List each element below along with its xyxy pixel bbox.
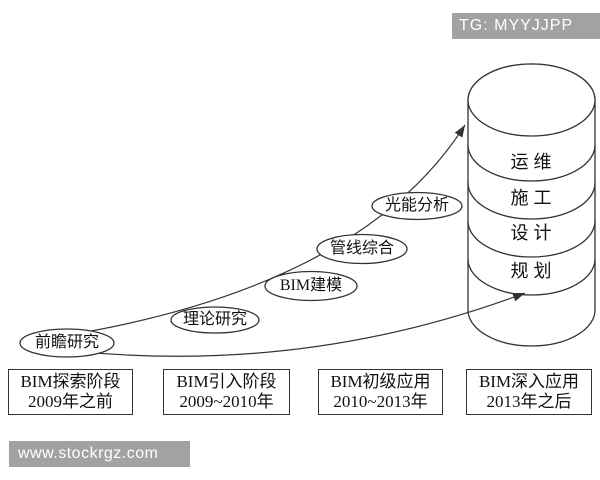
stage-box-advanced: BIM深入应用 2013年之后 [466,369,592,415]
milestone-label-guangneng: 光能分析 [384,197,449,214]
cylinder-layer-guihua: 规划 [510,261,557,281]
milestone-ellipses [19,191,463,358]
milestone-ellipse [264,270,358,302]
upper-arrowhead-icon [454,125,465,138]
cylinder-layer-shigong: 施工 [510,188,557,208]
tg-badge: TG: MYYJJPP [452,13,600,39]
milestone-label-bim-jianmo: BIM建模 [279,277,343,294]
cylinder-divider [467,258,596,296]
cylinder-divider [467,220,596,258]
cylinder-divider [467,182,596,220]
stage-period: 2010~2013年 [333,392,428,411]
stage-period: 2013年之后 [486,392,572,411]
stage-box-elementary: BIM初级应用 2010~2013年 [318,369,443,415]
stage-name: BIM探索阶段 [20,372,121,391]
milestone-ellipse [19,328,115,358]
stage-name: BIM引入阶段 [176,372,277,391]
stage-box-exploration: BIM探索阶段 2009年之前 [8,369,133,415]
stage-period: 2009~2010年 [179,392,274,411]
cylinder-layer-sheji: 设计 [510,223,557,243]
upper-growth-curve [21,124,466,343]
stage-box-introduction: BIM引入阶段 2009~2010年 [163,369,290,415]
milestone-label-qianzhan: 前瞻研究 [34,334,99,351]
milestone-ellipse [316,233,408,265]
milestone-label-guanxian: 管线综合 [329,240,394,257]
growth-curves [21,124,526,357]
lower-arrowhead-icon [512,293,525,302]
cylinder [467,63,596,347]
watermark: www.stockrgz.com [9,441,190,467]
stage-period: 2009年之前 [28,392,113,411]
stage-name: BIM初级应用 [330,372,431,391]
milestone-ellipse [371,191,463,221]
milestone-label-lilun: 理论研究 [182,311,247,328]
cylinder-top-ellipse [467,63,596,137]
stage-name: BIM深入应用 [478,372,580,391]
cylinder-layer-yunwei: 运维 [510,152,557,172]
cylinder-divider [467,144,596,182]
milestone-ellipse [170,306,260,334]
